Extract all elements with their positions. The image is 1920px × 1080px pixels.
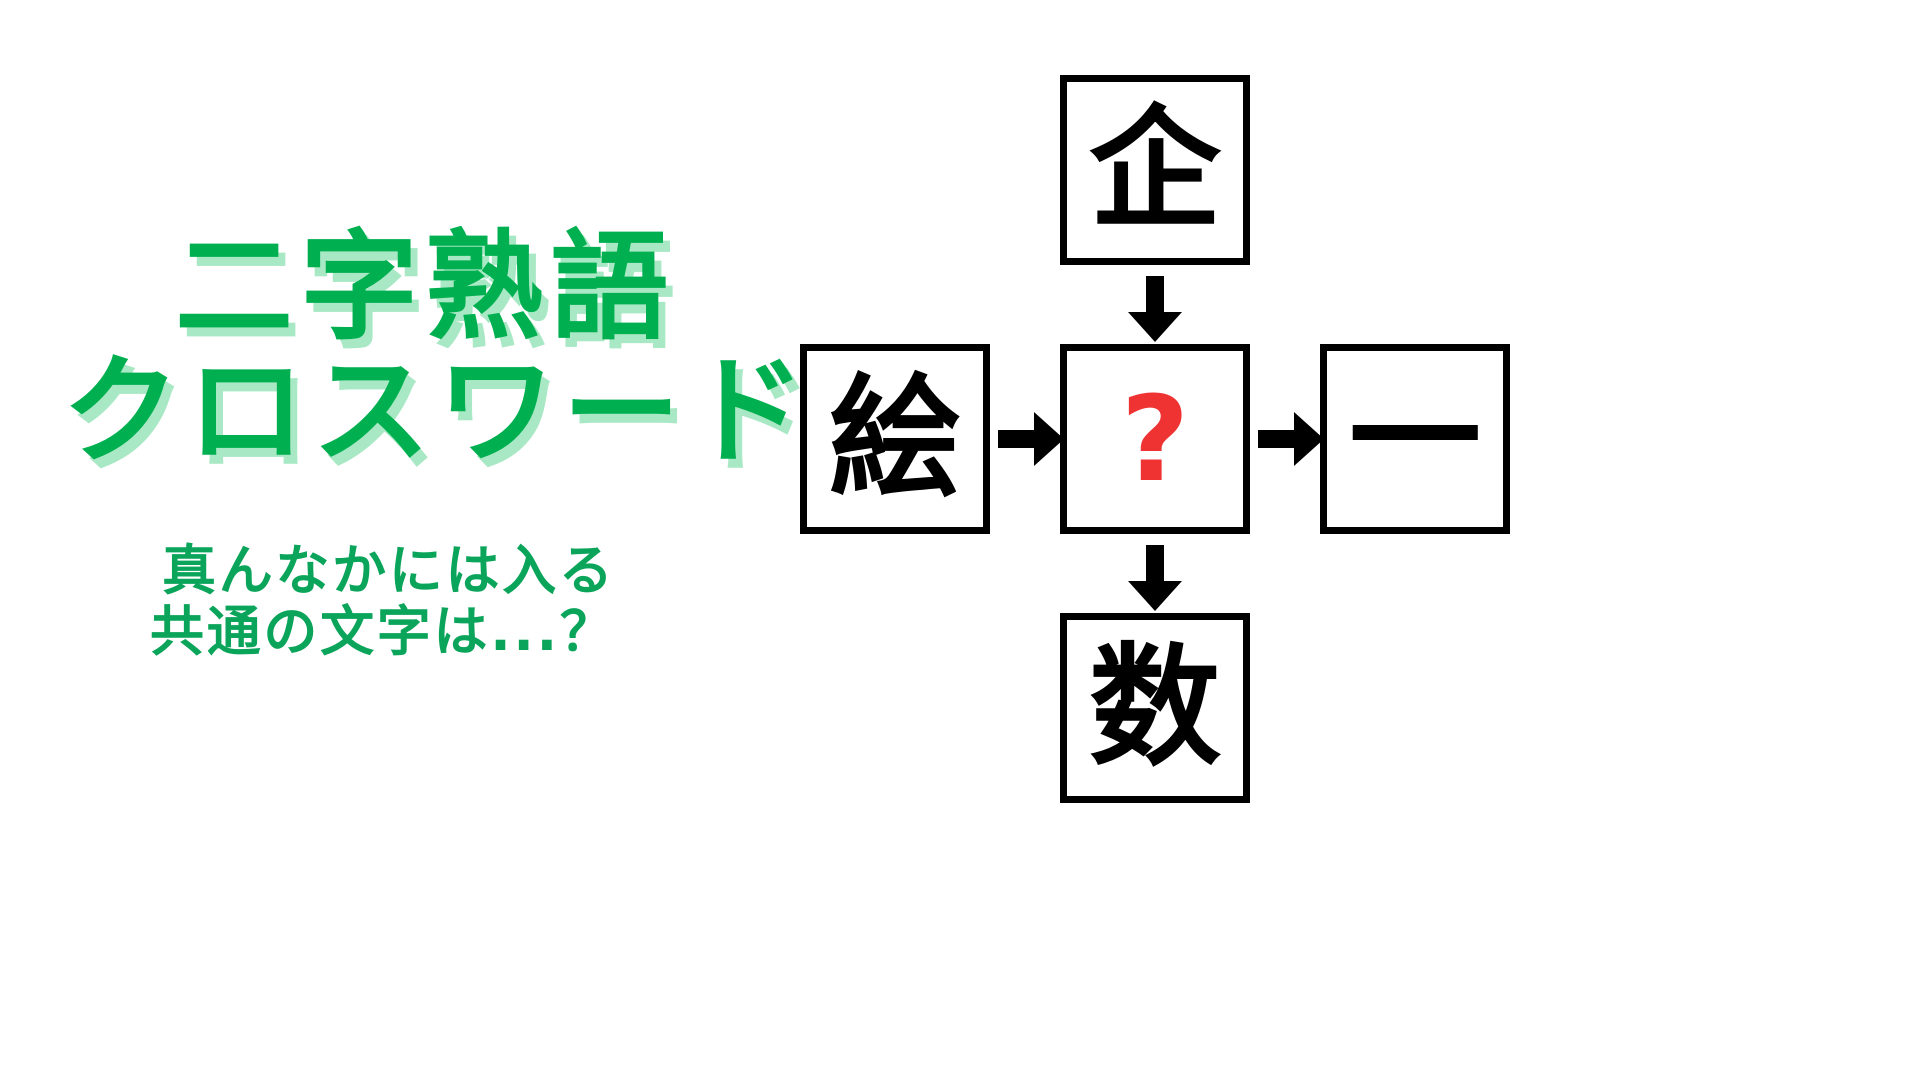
puzzle-cell-top: 企 (1060, 75, 1250, 265)
arrow-down-icon-center-to-bottom (1128, 545, 1182, 611)
puzzle-cell-bottom-char: 数 (1089, 631, 1221, 785)
arrow-right-icon-center-to-right (1258, 412, 1324, 466)
title-line-1: 二字熟語 (175, 218, 676, 356)
title-panel: 二字熟語 クロスワード 真んなかには入る 共通の文字は...？ (62, 218, 813, 663)
title-line-2: クロスワード (62, 342, 813, 480)
puzzle-cell-right-char: 一 (1349, 362, 1481, 516)
puzzle-cell-left-char: 絵 (829, 362, 961, 516)
puzzle-cell-center-char: ? (1120, 370, 1190, 508)
puzzle-cell-bottom: 数 (1060, 613, 1250, 803)
puzzle-cell-left: 絵 (800, 344, 990, 534)
puzzle-cell-right: 一 (1320, 344, 1510, 534)
arrow-right-icon-left-to-center (998, 412, 1064, 466)
puzzle-cell-top-char: 企 (1089, 93, 1221, 247)
arrow-down-icon-top-to-center (1128, 276, 1182, 342)
subtitle-line-2: 共通の文字は...？ (150, 600, 617, 663)
crossword-puzzle-diagram: 企 絵 ? 一 数 (800, 0, 1920, 1080)
puzzle-cell-center: ? (1060, 344, 1250, 534)
subtitle-line-1: 真んなかには入る (162, 539, 616, 602)
